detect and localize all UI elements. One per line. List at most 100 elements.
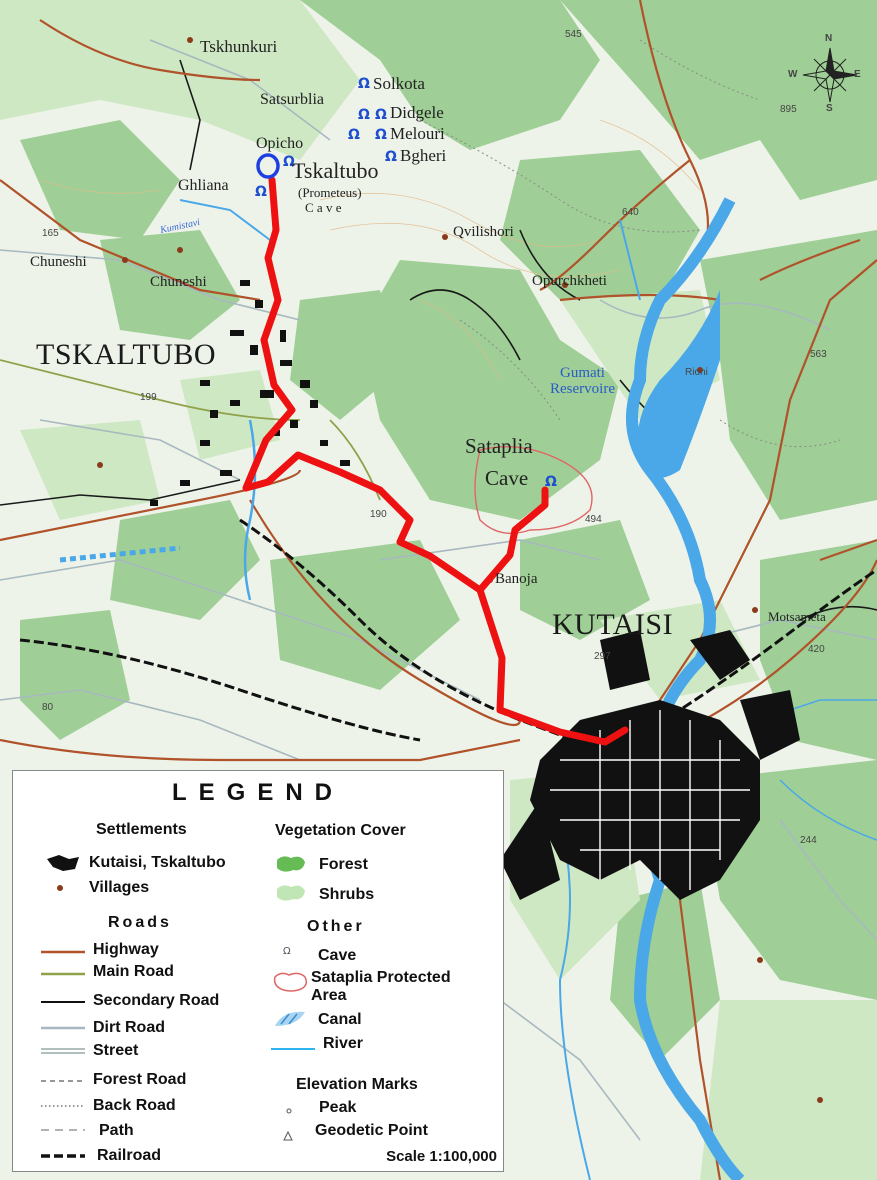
elevation-545: 545 xyxy=(565,29,582,40)
place-label-sataplia: Sataplia xyxy=(465,434,533,458)
elevation-80: 80 xyxy=(42,702,54,713)
legend-protected-area-symbol xyxy=(273,972,308,992)
place-label-motsameta: Motsameta xyxy=(768,609,826,624)
place-label-qvilishori: Qvilishori xyxy=(453,224,514,240)
compass-n: N xyxy=(825,33,833,44)
cave-icon: Ω xyxy=(283,154,295,170)
legend-item-street: Street xyxy=(93,1042,139,1059)
place-label-opicho: Opicho xyxy=(256,135,304,152)
elevation-244: 244 xyxy=(800,835,817,846)
place-label-didgele: Didgele xyxy=(390,103,444,122)
place-label-banoja: Banoja xyxy=(495,571,538,587)
legend-main-road-symbol xyxy=(41,972,85,976)
elevation-190: 190 xyxy=(370,509,387,520)
legend-item-protected-2: Area xyxy=(311,987,347,1004)
legend-path-symbol xyxy=(41,1129,85,1131)
compass-e: E xyxy=(854,69,861,80)
start-marker xyxy=(256,153,280,179)
legend-back-road-symbol xyxy=(41,1105,85,1107)
tskaltubo-settlement xyxy=(150,280,350,506)
kutaisi-streets xyxy=(550,710,750,890)
place-label-tskhunkuri: Tskhunkuri xyxy=(200,37,278,56)
elevation-199: 199 xyxy=(140,392,157,403)
cave-icon: Ω xyxy=(375,127,387,143)
place-label-sataplia-cave: Cave xyxy=(485,466,529,490)
cave-icon: Ω xyxy=(358,76,370,92)
place-label-chuneshi-1: Chuneshi xyxy=(30,254,87,270)
legend-forest-symbol xyxy=(277,856,305,872)
legend-geodetic-symbol xyxy=(283,1131,293,1141)
legend-shrubs-symbol xyxy=(277,885,305,901)
legend-cave-icon: Ω xyxy=(283,946,291,957)
cave-icon: Ω xyxy=(255,184,267,200)
cave-icon: Ω xyxy=(375,107,387,123)
cave-icon: Ω xyxy=(348,127,360,143)
legend-forest-road-symbol xyxy=(41,1080,85,1082)
compass-s: S xyxy=(826,103,833,114)
legend-item-canal: Canal xyxy=(318,1011,362,1028)
legend-highway-symbol xyxy=(41,950,85,954)
contour-lines xyxy=(39,119,701,381)
legend-heading-elevation: Elevation Marks xyxy=(296,1076,418,1093)
elevation-494: 494 xyxy=(585,514,602,525)
cave-icon: Ω xyxy=(358,107,370,123)
place-label-satsurblia: Satsurblia xyxy=(260,91,324,108)
legend-title: LEGEND xyxy=(171,779,344,806)
map-scale: Scale 1:100,000 xyxy=(386,1148,497,1165)
place-label-rioni: Rioni xyxy=(685,367,708,378)
place-label-tskaltubo-cave: Tskaltubo xyxy=(292,158,379,183)
elevation-297: 297 xyxy=(594,651,611,662)
gumati-reservoir-area xyxy=(637,290,720,478)
cave-icon: Ω xyxy=(385,149,397,165)
legend-item-main-road: Main Road xyxy=(93,963,174,980)
legend-city-symbol xyxy=(47,855,79,871)
legend-item-dirt-road: Dirt Road xyxy=(93,1019,165,1036)
legend-street-symbol xyxy=(41,1048,85,1054)
legend-item-back-road: Back Road xyxy=(93,1097,176,1114)
legend-dirt-road-symbol xyxy=(41,1026,85,1030)
legend-heading-settlements: Settlements xyxy=(96,821,187,838)
place-label-cave-word: C a v e xyxy=(305,200,342,215)
legend-item-villages: Villages xyxy=(89,879,150,896)
legend-heading-roads: Roads xyxy=(108,914,172,931)
legend-item-cities: Kutaisi, Tskaltubo xyxy=(89,854,226,871)
compass-w: W xyxy=(788,69,798,80)
compass-rose-icon: N S W E xyxy=(788,34,861,114)
legend-item-highway: Highway xyxy=(93,941,159,958)
legend-item-geodetic: Geodetic Point xyxy=(315,1122,428,1139)
elevation-165: 165 xyxy=(42,228,59,239)
legend-item-forest-road: Forest Road xyxy=(93,1071,187,1088)
place-label-ghliana: Ghliana xyxy=(178,177,229,194)
legend-canal-symbol xyxy=(275,1011,305,1026)
tour-route xyxy=(242,176,629,746)
legend-item-cave: Cave xyxy=(318,947,357,964)
village-dots xyxy=(97,37,823,1103)
rivers xyxy=(59,197,877,1180)
map-legend: LEGEND Settlements Kutaisi, Tskaltubo Vi… xyxy=(12,770,504,1172)
legend-river-symbol xyxy=(271,1048,315,1050)
place-label-opurchkheti: Opurchkheti xyxy=(532,273,607,289)
legend-heading-other: Other xyxy=(307,918,365,935)
elevation-640: 640 xyxy=(622,207,639,218)
legend-item-river: River xyxy=(323,1035,364,1052)
legend-item-forest: Forest xyxy=(319,856,368,873)
place-label-solkota: Solkota xyxy=(373,74,425,93)
legend-heading-vegetation: Vegetation Cover xyxy=(275,822,406,839)
place-label-kutaisi: KUTAISI xyxy=(552,608,674,641)
legend-village-symbol xyxy=(57,885,63,891)
legend-item-secondary-road: Secondary Road xyxy=(93,992,220,1009)
place-label-prometeus: (Prometeus) xyxy=(298,185,362,200)
legend-secondary-road-symbol xyxy=(41,1001,85,1003)
legend-item-shrubs: Shrubs xyxy=(319,886,375,903)
place-label-chuneshi-2: Chuneshi xyxy=(150,274,207,290)
legend-item-peak: Peak xyxy=(319,1099,357,1116)
legend-railroad-symbol xyxy=(41,1154,85,1158)
legend-item-railroad: Railroad xyxy=(97,1147,162,1164)
water-label-gumati: Gumati Reservoire xyxy=(550,365,615,397)
sataplia-protected-area xyxy=(474,446,593,534)
place-label-tskaltubo: TSKALTUBO xyxy=(36,338,217,371)
place-label-bgheri: Bgheri xyxy=(400,146,447,165)
legend-item-path: Path xyxy=(99,1122,134,1139)
